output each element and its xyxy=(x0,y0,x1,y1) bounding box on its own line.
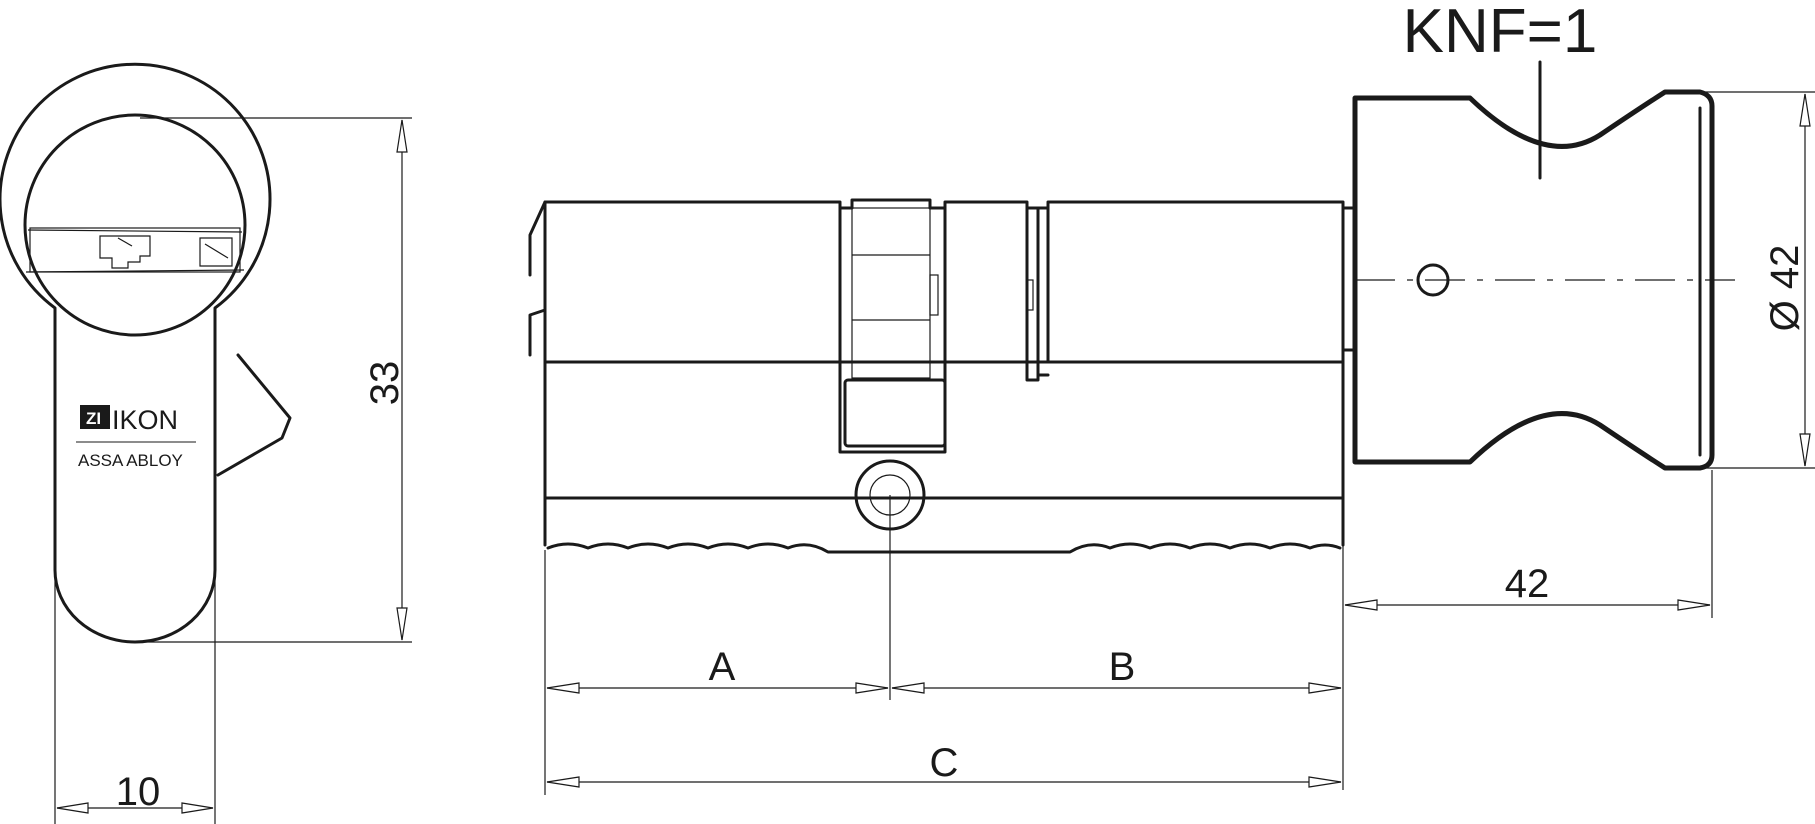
knob-diameter-label: Ø 42 xyxy=(1763,245,1807,332)
cylinder-front-view: ZI IKON ASSA ABLOY xyxy=(0,62,292,644)
body-right-inner-block xyxy=(943,200,1029,364)
ikon-logo: ZI IKON ASSA ABLOY xyxy=(76,405,196,470)
body-right-block xyxy=(1046,200,1345,364)
front-keyway-box xyxy=(29,227,241,273)
knob-pin-hole xyxy=(1416,263,1450,297)
logo-sub: ASSA ABLOY xyxy=(78,451,183,470)
logo-mark-text: ZI xyxy=(86,409,101,428)
front-width-dimension: 10 xyxy=(54,560,216,824)
knob-diameter-dimension: Ø 42 xyxy=(1672,91,1815,469)
front-cam xyxy=(216,353,292,477)
ab-dimensions: A B xyxy=(544,495,1342,795)
logo-name: IKON xyxy=(112,405,178,435)
body-left-block xyxy=(543,200,842,364)
dim-a-label: A xyxy=(709,645,736,689)
height-label: 33 xyxy=(363,361,407,406)
logo-mark-box xyxy=(80,405,110,429)
cam-housing xyxy=(838,198,947,454)
dim-c-label: C xyxy=(930,741,959,785)
front-keyway-slot xyxy=(99,235,233,269)
front-profile-outline xyxy=(0,62,272,644)
knob-length-dimension: 42 xyxy=(1342,360,1713,790)
cylinder-side-view xyxy=(528,198,1357,554)
knob-outline xyxy=(1352,89,1715,471)
knob-type-label: KNF=1 xyxy=(1403,0,1598,66)
thumb-knob: KNF=1 xyxy=(1352,0,1735,471)
width-label: 10 xyxy=(116,770,161,814)
dim-b-label: B xyxy=(1109,645,1136,689)
knob-length-label: 42 xyxy=(1505,562,1550,606)
c-dimension: C xyxy=(546,741,1342,788)
wavy-bottom-edge xyxy=(546,542,1342,554)
front-plug-circle xyxy=(23,113,247,337)
front-height-dimension: 33 xyxy=(140,117,412,643)
